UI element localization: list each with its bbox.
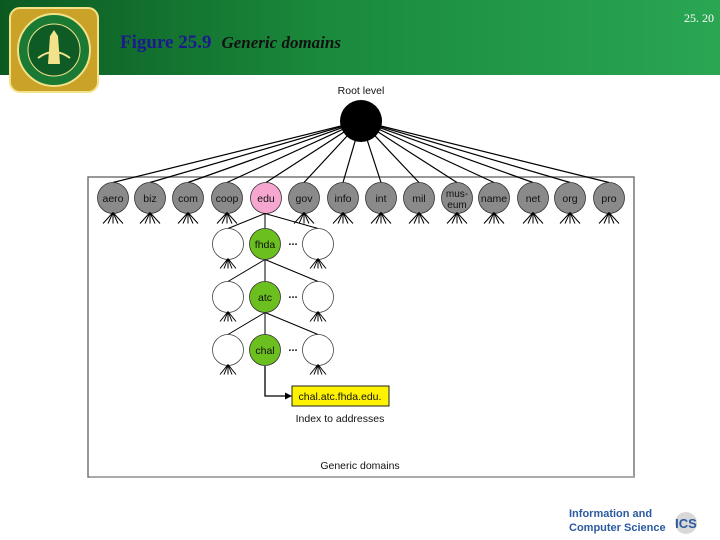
slide-number: 25. 20 — [684, 11, 714, 25]
domain-label: mil — [412, 193, 425, 205]
root-edge — [360, 120, 534, 184]
domain-label: name — [481, 193, 507, 205]
domain-label: mus- — [446, 189, 468, 200]
fqdn-box — [291, 385, 390, 407]
domain-label: gov — [296, 193, 314, 205]
sibling-node — [212, 228, 244, 260]
chain-label: chal — [255, 345, 274, 357]
ellipsis: ... — [288, 289, 297, 301]
chain-node-atc — [249, 281, 281, 313]
domain-label: biz — [143, 193, 156, 205]
chain-edge — [264, 312, 319, 335]
figure-subtitle: Generic domains — [221, 33, 341, 52]
domain-label: pro — [601, 193, 616, 205]
chain-node-chal — [249, 334, 281, 366]
figure-label: Figure 25.9 — [120, 32, 212, 53]
ellipsis: ... — [288, 342, 297, 354]
root-node — [340, 100, 382, 142]
sibling-node — [302, 228, 334, 260]
brand-line-2: Computer Science — [569, 522, 666, 534]
chain-edge — [227, 259, 266, 282]
fqdn-label: chal.atc.fhda.edu. — [299, 391, 382, 403]
diagram-caption: Generic domains — [320, 460, 399, 472]
chain-nodes: fhda... atc... chal... — [212, 228, 334, 375]
sibling-node — [302, 281, 334, 313]
sibling-node — [302, 334, 334, 366]
domain-label: eum — [447, 200, 466, 211]
root-edge — [360, 120, 610, 184]
brand-line-1: Information and — [569, 508, 652, 520]
domain-label: aero — [102, 193, 123, 205]
root-edge — [360, 120, 495, 184]
figure-title: Figure 25.9 Generic domains — [120, 32, 341, 54]
index-label: Index to addresses — [296, 413, 385, 425]
chain-edges — [227, 213, 319, 335]
sibling-node — [212, 334, 244, 366]
domain-label: edu — [257, 193, 275, 205]
ics-brand-logo: Information and Computer Science ICS — [569, 508, 697, 534]
root-level-label: Root level — [338, 85, 385, 97]
university-seal-icon — [9, 7, 99, 93]
domain-label: int — [375, 193, 386, 205]
domain-label: org — [562, 193, 577, 205]
domain-label: info — [335, 193, 352, 205]
chain-edge — [227, 312, 266, 335]
ellipsis: ... — [288, 236, 297, 248]
chain-edge — [227, 213, 266, 229]
root-edge — [112, 120, 362, 184]
root-edge — [149, 120, 362, 184]
domain-label: net — [526, 193, 541, 205]
chain-label: fhda — [255, 239, 276, 251]
chain-label: atc — [258, 292, 272, 304]
fqdn-arrow — [264, 366, 286, 397]
root-edge — [187, 120, 362, 184]
chain-node-fhda — [249, 228, 281, 260]
brand-mark: ICS — [675, 516, 697, 531]
root-edge — [360, 120, 571, 184]
diagram-frame — [87, 176, 635, 478]
root-edge — [226, 120, 362, 184]
header-bar — [0, 0, 720, 75]
chain-edge — [264, 259, 319, 282]
domain-label: coop — [216, 193, 239, 205]
chain-edge — [264, 213, 319, 229]
domain-label: com — [178, 193, 198, 205]
fqdn-arrowhead — [285, 392, 292, 400]
domain-nodes: aero biz com coop edu gov info int mil mus-eum nam… — [97, 182, 625, 224]
sibling-node — [212, 281, 244, 313]
